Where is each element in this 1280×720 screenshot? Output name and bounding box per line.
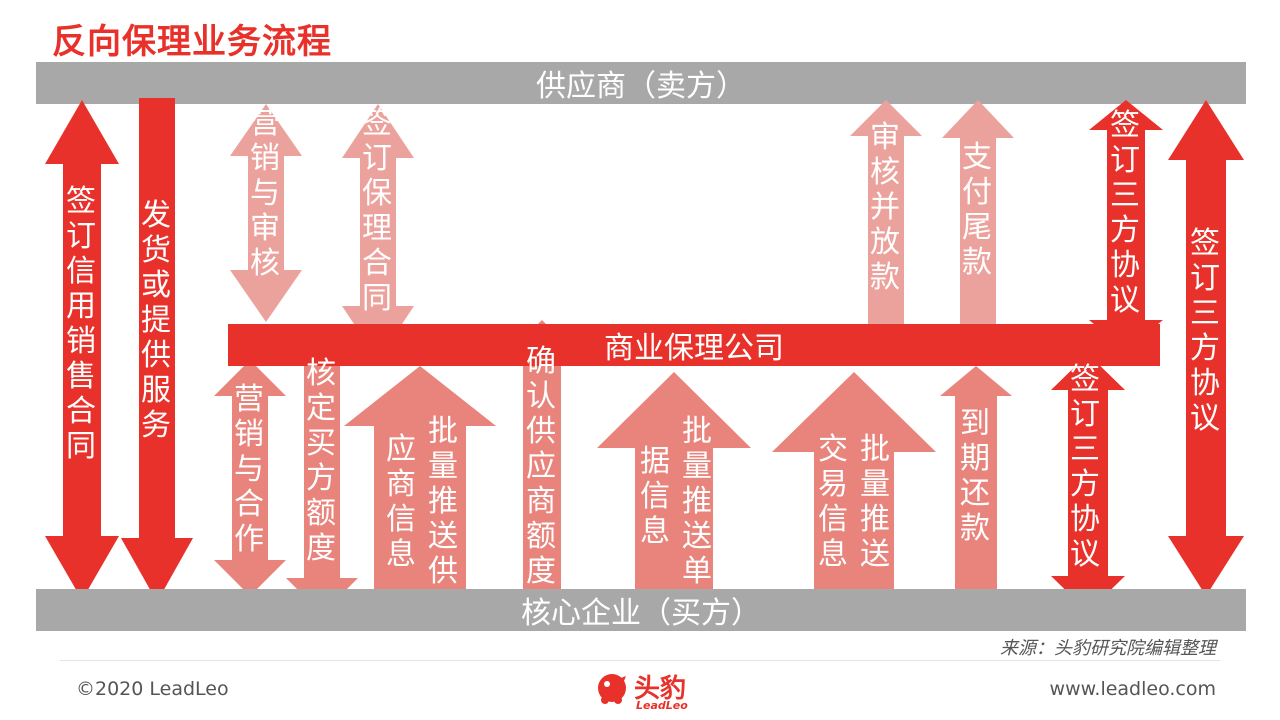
label-ship-or-provide-service: 发货或提供服务 [141, 198, 171, 443]
arrow-tripartite-right [1168, 100, 1244, 596]
arrow-tripartite-upper-shape [1089, 100, 1163, 350]
label-review-and-loan: 审核并放款 [870, 120, 900, 295]
website-link[interactable]: www.leadleo.com [1049, 678, 1216, 700]
supplier-band: 供应商（卖方） [36, 62, 1246, 104]
arrow-tripartite-right-shape [1168, 100, 1244, 596]
label-push-transaction-info-col2: 批量推送 [860, 432, 890, 572]
arrow-marketing-review [230, 104, 302, 322]
label-push-transaction-info-col1: 交易信息 [818, 432, 848, 572]
arrow-factoring-contract [342, 104, 414, 360]
arrow-ship-or-service-shape [121, 98, 193, 602]
label-sign-factoring-contract: 签订保理合同 [362, 106, 392, 316]
label-push-document-info-col1: 据信息 [640, 444, 670, 549]
label-pay-balance: 支付尾款 [962, 140, 992, 280]
logo-subtext: LeadLeo [636, 699, 688, 712]
arrow-pay-balance [942, 100, 1014, 324]
factoring-company-band: 商业保理公司 [228, 324, 1160, 366]
footer-divider [60, 660, 1220, 661]
label-marketing-and-review: 营销与审核 [250, 106, 280, 281]
arrow-tripartite-lower-shape [1051, 354, 1125, 612]
arrow-pay-balance-shape [942, 100, 1014, 324]
arrow-push-document-info-shape [597, 372, 751, 590]
label-approve-buyer-limit: 核定买方额度 [306, 356, 336, 566]
arrow-repay-maturity-shape [940, 366, 1012, 590]
arrow-credit-sales-contract [45, 100, 119, 600]
arrow-review-loan-shape [850, 100, 922, 324]
label-push-supplier-info-col2: 批量推送供 [428, 414, 458, 589]
label-sign-credit-sales-contract: 签订信用销售合同 [66, 184, 96, 464]
arrow-push-supplier-info [344, 366, 496, 598]
arrow-buyer-limit-shape [286, 350, 358, 614]
arrow-push-transaction-info-shape [772, 372, 936, 590]
label-push-supplier-info-col1: 应商信息 [386, 432, 416, 572]
label-repay-on-maturity: 到期还款 [960, 406, 990, 546]
arrow-marketing-review-shape [230, 104, 302, 322]
logo-text: 头豹 [634, 674, 687, 704]
label-marketing-and-cooperation: 营销与合作 [234, 382, 264, 557]
core-enterprise-band: 核心企业（买方） [36, 589, 1246, 631]
arrow-buyer-limit [286, 350, 358, 614]
arrow-repay-maturity [940, 366, 1012, 590]
label-confirm-supplier-limit: 确认供应商额度 [526, 344, 556, 589]
arrow-confirm-supplier-limit-shape [512, 320, 572, 598]
arrow-marketing-cooperation-shape [214, 360, 286, 596]
label-sign-tripartite-agreement-upper: 签订三方协议 [1110, 108, 1140, 318]
arrow-push-document-info [597, 372, 751, 590]
arrow-factoring-contract-shape [342, 104, 414, 360]
arrow-confirm-supplier-limit [512, 320, 572, 598]
arrow-ship-or-service [121, 98, 193, 602]
arrow-marketing-cooperation [214, 360, 286, 596]
source-note: 来源：头豹研究院编辑整理 [1000, 638, 1216, 659]
page-title: 反向保理业务流程 [52, 22, 332, 62]
arrow-review-loan [850, 100, 922, 324]
arrow-tripartite-lower [1051, 354, 1125, 612]
arrow-push-transaction-info [772, 372, 936, 590]
label-sign-tripartite-agreement-right: 签订三方协议 [1190, 226, 1220, 436]
label-sign-tripartite-agreement-lower: 签订三方协议 [1070, 362, 1100, 572]
arrow-tripartite-upper [1089, 100, 1163, 350]
copyright: ©2020 LeadLeo [76, 678, 229, 700]
arrow-push-supplier-info-shape [344, 366, 496, 598]
leadleo-logo-icon [598, 674, 626, 704]
arrow-credit-sales-contract-shape [45, 100, 119, 600]
label-push-document-info-col2: 批量推送单 [682, 414, 712, 589]
